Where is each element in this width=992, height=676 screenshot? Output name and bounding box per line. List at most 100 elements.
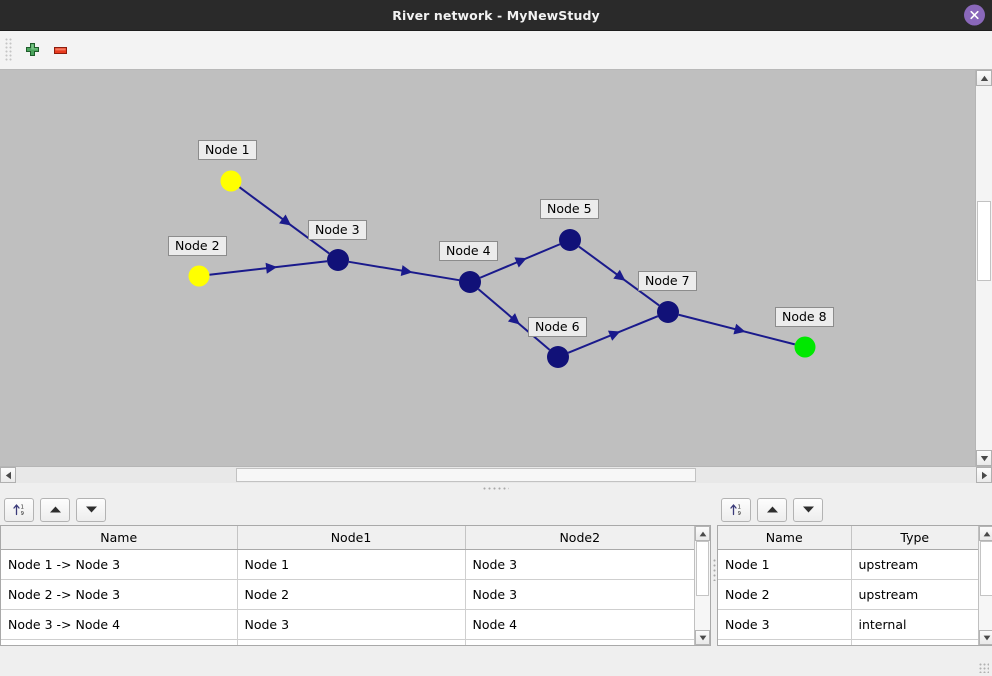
branch-move-down-button[interactable] bbox=[76, 497, 106, 522]
branch-sort-button[interactable]: 1 9 bbox=[4, 497, 34, 522]
canvas-vertical-scrollbar[interactable] bbox=[975, 70, 992, 466]
caret-up-icon bbox=[699, 531, 706, 536]
branch-scroll-track[interactable] bbox=[695, 541, 710, 630]
node-column-header[interactable]: Type bbox=[851, 526, 978, 550]
graph-node[interactable] bbox=[220, 170, 242, 192]
sort-icon: 1 9 bbox=[729, 504, 740, 517]
node-scroll-down-button[interactable] bbox=[979, 630, 992, 645]
graph-node-label[interactable]: Node 5 bbox=[540, 199, 599, 219]
network-canvas[interactable]: Node 1 Node 2 Node 3 Node 4 Node 5 Node 6 Node… bbox=[0, 70, 975, 466]
branch-cell[interactable]: Node 4 bbox=[465, 609, 694, 640]
graph-node-label[interactable]: Node 1 bbox=[198, 140, 257, 160]
branch-column-header[interactable]: Name bbox=[1, 526, 238, 550]
canvas-horizontal-scrollbar[interactable] bbox=[0, 466, 992, 483]
branch-cell[interactable]: Node 1 bbox=[237, 549, 466, 580]
graph-node[interactable] bbox=[794, 336, 816, 358]
graph-node-label[interactable]: Node 4 bbox=[439, 241, 498, 261]
graph-node-label[interactable]: Node 8 bbox=[775, 307, 834, 327]
branch-cell[interactable]: Node 4 bbox=[237, 639, 466, 645]
graph-edge-arrow bbox=[613, 269, 626, 281]
network-graph bbox=[188, 170, 816, 368]
graph-edge-arrow bbox=[507, 313, 520, 325]
node-cell[interactable]: Node 4 bbox=[718, 639, 852, 645]
graph-edge-arrow bbox=[279, 214, 292, 226]
add-node-button[interactable] bbox=[18, 36, 46, 64]
main-toolbar bbox=[0, 31, 992, 70]
branch-table-scrollbar[interactable] bbox=[694, 526, 710, 645]
graph-node-label[interactable]: Node 3 bbox=[308, 220, 367, 240]
branch-cell[interactable]: Node 3 -> Node 4 bbox=[1, 609, 238, 640]
branch-scroll-down-button[interactable] bbox=[695, 630, 710, 645]
branch-cell[interactable]: Node 4 -> Node 5 bbox=[1, 639, 238, 645]
toolbar-drag-handle[interactable] bbox=[5, 38, 12, 62]
node-cell[interactable]: Node 3 bbox=[718, 609, 852, 640]
branch-cell[interactable]: Node 3 bbox=[465, 579, 694, 610]
scroll-left-button[interactable] bbox=[0, 467, 16, 483]
node-sort-button[interactable]: 1 9 bbox=[721, 497, 751, 522]
node-scroll-thumb[interactable] bbox=[980, 541, 992, 596]
graph-node-label[interactable]: Node 7 bbox=[638, 271, 697, 291]
graph-node-label[interactable]: Node 2 bbox=[168, 236, 227, 256]
canvas-hscroll-track[interactable] bbox=[16, 467, 976, 483]
graph-node[interactable] bbox=[188, 265, 210, 287]
remove-node-button[interactable] bbox=[46, 36, 74, 64]
node-cell[interactable]: upstream bbox=[851, 579, 978, 610]
caret-right-icon bbox=[981, 471, 987, 479]
graph-node[interactable] bbox=[657, 301, 679, 323]
branch-cell[interactable]: Node 5 bbox=[465, 639, 694, 645]
status-bar bbox=[0, 646, 992, 676]
branch-cell[interactable]: Node 2 -> Node 3 bbox=[1, 579, 238, 610]
horizontal-splitter[interactable] bbox=[0, 483, 992, 494]
graph-node[interactable] bbox=[327, 249, 349, 271]
close-button[interactable] bbox=[964, 4, 985, 26]
close-icon bbox=[970, 10, 979, 20]
node-cell[interactable]: internal bbox=[851, 609, 978, 640]
canvas-hscroll-thumb[interactable] bbox=[236, 468, 696, 482]
node-move-up-button[interactable] bbox=[757, 497, 787, 522]
scroll-down-button[interactable] bbox=[976, 450, 992, 466]
window-title: River network - MyNewStudy bbox=[392, 7, 600, 23]
node-column-header[interactable]: Name bbox=[718, 526, 852, 550]
node-table-scrollbar[interactable] bbox=[978, 526, 992, 645]
branch-cell[interactable]: Node 2 bbox=[237, 579, 466, 610]
canvas-vscroll-track[interactable] bbox=[976, 86, 992, 450]
node-scroll-track[interactable] bbox=[979, 541, 992, 630]
node-cell[interactable]: Node 2 bbox=[718, 579, 852, 610]
branch-cell[interactable]: Node 1 -> Node 3 bbox=[1, 549, 238, 580]
graph-node[interactable] bbox=[459, 271, 481, 293]
add-node-icon bbox=[25, 42, 39, 56]
node-cell[interactable]: Node 1 bbox=[718, 549, 852, 580]
vertical-splitter[interactable] bbox=[711, 494, 717, 646]
branch-scroll-up-button[interactable] bbox=[695, 526, 710, 541]
node-move-down-button[interactable] bbox=[793, 497, 823, 522]
graph-node-label[interactable]: Node 6 bbox=[528, 317, 587, 337]
branch-cell[interactable]: Node 3 bbox=[465, 549, 694, 580]
graph-node[interactable] bbox=[547, 346, 569, 368]
window-resize-grip[interactable] bbox=[979, 663, 989, 673]
branch-column-header[interactable]: Node2 bbox=[465, 526, 694, 550]
node-cell[interactable]: upstream bbox=[851, 549, 978, 580]
canvas-vscroll-thumb[interactable] bbox=[977, 201, 991, 281]
graph-edge-arrow bbox=[514, 257, 527, 268]
graph-node[interactable] bbox=[559, 229, 581, 251]
scroll-right-button[interactable] bbox=[976, 467, 992, 483]
node-cell[interactable]: internal bbox=[851, 639, 978, 645]
graph-edge-arrow bbox=[265, 262, 278, 274]
scroll-up-button[interactable] bbox=[976, 70, 992, 86]
branch-cell[interactable]: Node 3 bbox=[237, 609, 466, 640]
node-scroll-up-button[interactable] bbox=[979, 526, 992, 541]
branch-move-up-button[interactable] bbox=[40, 497, 70, 522]
branch-column-header[interactable]: Node1 bbox=[237, 526, 466, 550]
branch-scroll-thumb[interactable] bbox=[696, 541, 709, 596]
table-row[interactable]: Node 4internal bbox=[718, 639, 978, 645]
branch-toolbar: 1 9 bbox=[0, 494, 711, 525]
